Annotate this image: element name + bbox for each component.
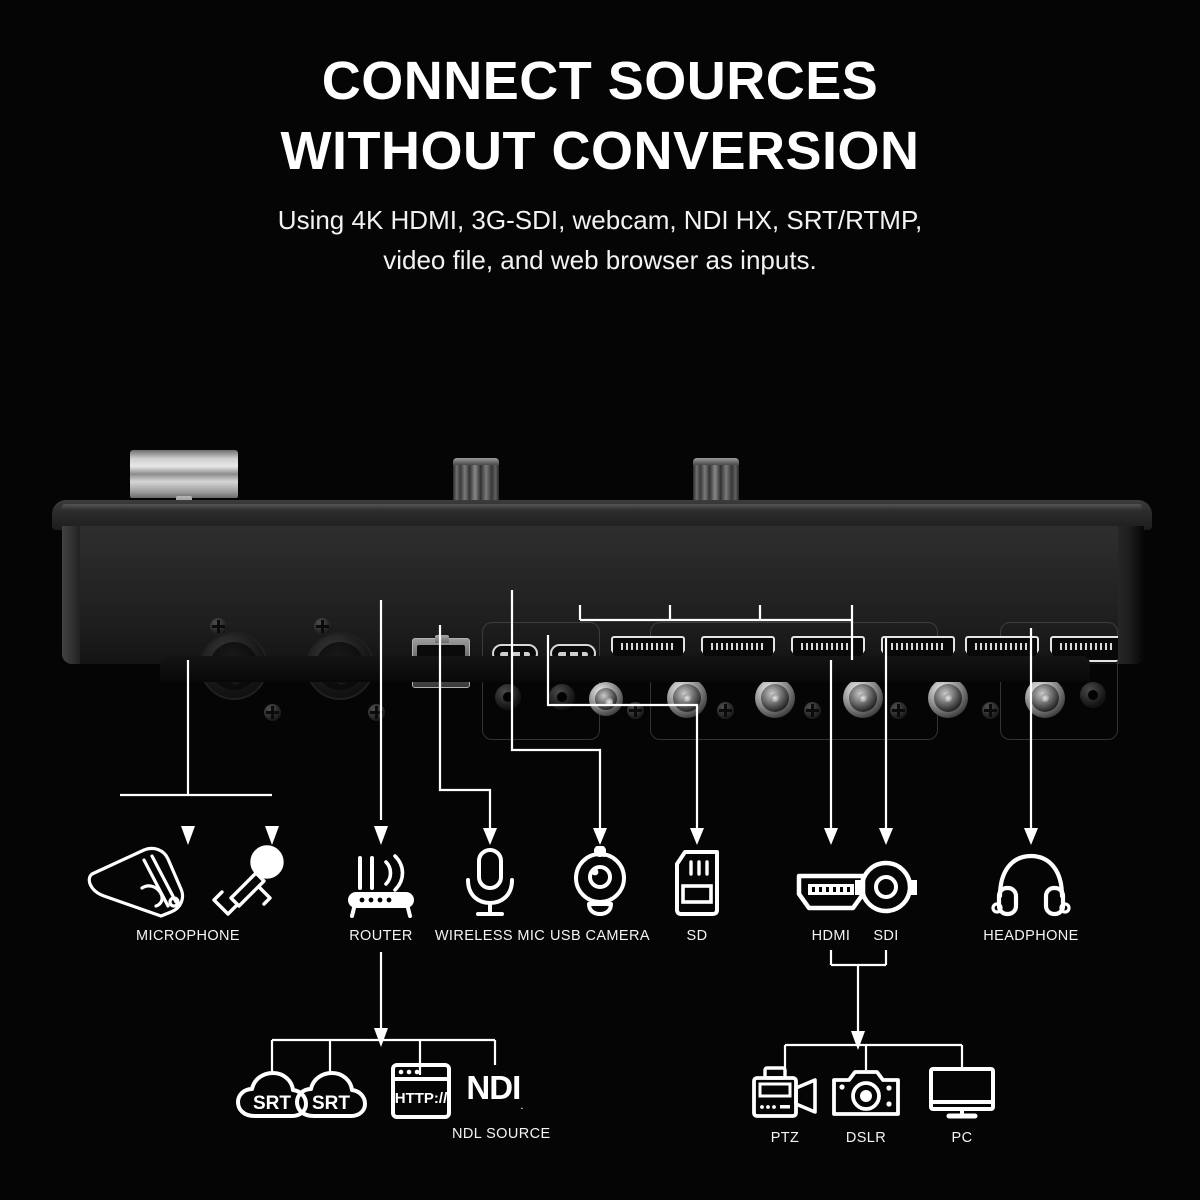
webcam-icon	[574, 846, 626, 916]
dslr-camera-icon	[832, 1070, 900, 1116]
bnc-port-1	[667, 678, 707, 718]
wireless-microphone-icon	[466, 848, 514, 916]
video-source-label-dslr: DSLR	[845, 1130, 887, 1146]
page-title: CONNECT SOURCES WITHOUT CONVERSION	[0, 46, 1200, 186]
panel-screw	[804, 702, 821, 719]
srt-cloud-icon: SRT	[236, 1071, 308, 1118]
callout-microphone: MICROPHONE	[68, 840, 308, 944]
video-source-label-ptz: PTZ	[770, 1130, 800, 1146]
panel-screw	[890, 702, 907, 719]
network-source-ndi: NDI . NDL SOURCE	[452, 1060, 551, 1142]
video-source-pc: PC	[922, 1062, 1002, 1146]
callout-headphone: HEADPHONE	[966, 840, 1096, 944]
network-source-group-label: NDL SOURCE	[452, 1126, 551, 1142]
xlr-connector-icon	[87, 846, 185, 918]
device-top-rail	[52, 500, 1152, 530]
callout-sdi: SDI	[846, 840, 926, 944]
bnc-port-2	[755, 678, 795, 718]
router-icon	[348, 854, 414, 918]
callout-label-usb-camera: USB CAMERA	[550, 928, 650, 944]
callout-label-headphone: HEADPHONE	[983, 928, 1079, 944]
browser-window-icon: HTTP://	[391, 1063, 451, 1119]
arrow-head	[374, 1028, 388, 1047]
callout-sd: SD	[657, 840, 737, 944]
video-source-label-pc: PC	[951, 1130, 973, 1146]
ptz-camera-icon	[752, 1066, 817, 1118]
callout-usb-camera: USB CAMERA	[535, 840, 665, 944]
video-source-dslr: DSLR	[826, 1062, 906, 1146]
panel-screw	[627, 702, 644, 719]
mounting-bracket-icon	[130, 450, 238, 498]
control-knob-1	[453, 458, 499, 502]
bnc-connector-icon	[855, 860, 917, 914]
sd-card-icon	[675, 850, 719, 916]
video-source-ptz: PTZ	[745, 1062, 825, 1146]
bnc-port-0	[589, 682, 623, 716]
device-foot	[160, 656, 1090, 682]
callout-router: ROUTER	[326, 840, 436, 944]
device-chassis	[62, 526, 1144, 740]
callout-label-microphone: MICROPHONE	[136, 928, 240, 944]
microphone-icons-group	[68, 840, 308, 918]
network-source-srt-1: SRT	[232, 1062, 312, 1122]
device-illustration	[0, 440, 1200, 740]
callout-label-router: ROUTER	[349, 928, 413, 944]
handheld-microphone-icon	[212, 845, 284, 916]
srt-cloud-icon: SRT	[295, 1071, 367, 1118]
audio-jack-2	[549, 684, 575, 710]
srt-label-1: SRT	[253, 1093, 291, 1114]
monitor-icon	[929, 1067, 995, 1119]
panel-screw	[717, 702, 734, 719]
ndi-logo-icon: NDI	[466, 1069, 521, 1106]
bnc-port-5	[1025, 678, 1065, 718]
headline-line-1: CONNECT SOURCES	[321, 51, 879, 111]
panel-screw	[210, 618, 227, 635]
callout-label-wireless-mic: WIRELESS MIC	[434, 928, 546, 944]
audio-jack-1	[495, 684, 521, 710]
bnc-port-4	[928, 678, 968, 718]
network-source-http: HTTP://	[388, 1058, 454, 1120]
control-knob-2	[693, 458, 739, 502]
panel-screw	[982, 702, 999, 719]
callout-label-sdi: SDI	[873, 928, 899, 944]
srt-label-2: SRT	[312, 1093, 350, 1114]
headline-line-2: WITHOUT CONVERSION	[280, 121, 920, 182]
headphone-icon	[991, 853, 1071, 917]
callout-label-sd: SD	[686, 928, 708, 944]
panel-screw	[368, 704, 385, 721]
headphone-jack	[1080, 682, 1106, 708]
panel-screw	[264, 704, 281, 721]
http-label: HTTP://	[395, 1090, 448, 1107]
callout-wireless-mic: WIRELESS MIC	[425, 840, 555, 944]
arrow-head	[851, 1031, 865, 1050]
page-subtitle: Using 4K HDMI, 3G-SDI, webcam, NDI HX, S…	[277, 205, 923, 276]
callout-label-hdmi: HDMI	[811, 928, 851, 944]
network-source-srt-2: SRT	[291, 1062, 371, 1122]
registered-mark-icon: .	[520, 1098, 524, 1112]
panel-screw	[314, 618, 331, 635]
bnc-port-3	[843, 678, 883, 718]
